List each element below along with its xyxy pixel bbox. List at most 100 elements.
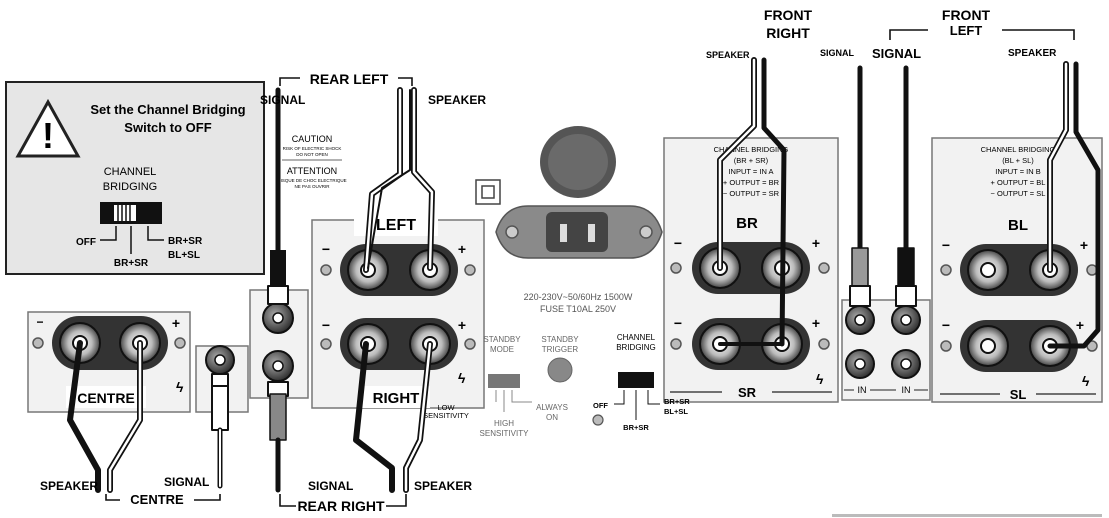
warning-line2: Switch to OFF [124, 120, 211, 135]
bolt-icon: ϟ [1082, 373, 1090, 389]
warning-line1: Set the Channel Bridging [90, 102, 245, 117]
front-left-speaker-label: SPEAKER [1008, 48, 1057, 59]
screw-icon [818, 262, 830, 274]
svg-text:+: + [172, 315, 180, 331]
svg-text:−: − [674, 235, 682, 251]
svg-text:−: − [942, 317, 950, 333]
warning-switch-label-2: BRIDGING [103, 181, 157, 193]
bl-label: BL [1008, 217, 1028, 234]
svg-text:BL+SL: BL+SL [664, 407, 688, 416]
rca-jacks [205, 302, 921, 382]
channel-bridging-switch[interactable] [618, 372, 654, 388]
screw-icon [320, 264, 332, 276]
svg-text:− OUTPUT = SL: − OUTPUT = SL [991, 189, 1046, 198]
screw-icon [670, 338, 682, 350]
screw-icon [670, 262, 682, 274]
svg-text:NE PAS OUVRIR: NE PAS OUVRIR [295, 184, 331, 189]
right-label: RIGHT [373, 390, 420, 407]
standby-mode-switch[interactable] [488, 374, 520, 388]
screw-icon [32, 337, 44, 349]
screw-icon [174, 337, 186, 349]
svg-text:DO NOT OPEN: DO NOT OPEN [296, 152, 327, 157]
bolt-icon: ϟ [816, 371, 824, 387]
svg-text:BR+SR: BR+SR [623, 423, 649, 432]
screw-icon [505, 225, 519, 239]
front-right-label-1: FRONT [764, 7, 813, 23]
warning-bridging-switch [100, 202, 162, 224]
svg-text:−: − [322, 241, 330, 257]
svg-text:−: − [942, 237, 950, 253]
front-left-label-1: FRONT [942, 7, 991, 23]
svg-text:CHANNEL: CHANNEL [617, 333, 656, 342]
in-b-label: IN [902, 385, 911, 395]
centre-signal-label: SIGNAL [164, 475, 209, 489]
rear-right-label: REAR RIGHT [297, 498, 385, 514]
bolt-icon: ϟ [176, 379, 184, 395]
svg-text:−: − [674, 315, 682, 331]
bolt-icon: ϟ [458, 370, 466, 386]
svg-text:ALWAYS: ALWAYS [536, 403, 568, 412]
power-rating: 220-230V~50/60Hz 1500W [524, 292, 633, 302]
bl-sl-plate-markings: CHANNEL BRIDGING (BL + SL) INPUT = IN B … [940, 145, 1096, 402]
svg-text:−: − [36, 315, 43, 329]
front-right-label-2: RIGHT [766, 25, 810, 41]
rear-right-speaker-label: SPEAKER [414, 479, 472, 493]
front-left-label-2: LEFT [950, 23, 983, 38]
svg-text:RISQUE DE CHOC ELECTRIQUE: RISQUE DE CHOC ELECTRIQUE [277, 178, 346, 183]
rear-left-label: REAR LEFT [310, 71, 389, 87]
left-label: LEFT [376, 217, 416, 234]
warning-off: OFF [76, 237, 96, 248]
warning-bl-sl: BL+SL [168, 250, 200, 261]
svg-text:TRIGGER: TRIGGER [542, 345, 579, 354]
standby-trigger-jack[interactable] [547, 357, 573, 383]
screw-icon [940, 264, 952, 276]
svg-text:ATTENTION: ATTENTION [287, 166, 337, 176]
screw-icon [940, 340, 952, 352]
cable-labels: REAR LEFT SIGNAL SPEAKER REAR RIGHT SIGN… [40, 7, 1057, 514]
svg-text:STANDBY: STANDBY [541, 335, 579, 344]
svg-text:+ OUTPUT = BR: + OUTPUT = BR [723, 178, 780, 187]
warning-br-sr-2: BR+SR [168, 236, 203, 247]
sl-label: SL [1010, 387, 1027, 402]
rear-left-speaker-label: SPEAKER [428, 93, 486, 107]
svg-text:RISK OF ELECTRIC SHOCK: RISK OF ELECTRIC SHOCK [283, 146, 342, 151]
screw-icon [320, 338, 332, 350]
screw-icon [464, 338, 476, 350]
divider [832, 514, 1102, 517]
centre-label: CENTRE [130, 492, 184, 507]
fuse-rating: FUSE T10AL 250V [540, 304, 616, 314]
centre-plate-markings: − + ϟ CENTRE [36, 315, 184, 408]
sr-label: SR [738, 385, 757, 400]
svg-text:−: − [322, 317, 330, 333]
warning-switch-label-1: CHANNEL [104, 166, 157, 178]
power-area: 220-230V~50/60Hz 1500W FUSE T10AL 250V S… [475, 126, 690, 438]
svg-text:STANDBY: STANDBY [483, 335, 521, 344]
svg-text:LOW: LOW [437, 403, 455, 412]
br-label: BR [736, 215, 758, 232]
svg-text:+ OUTPUT = BL: + OUTPUT = BL [991, 178, 1046, 187]
svg-text:SENSITIVITY: SENSITIVITY [480, 429, 530, 438]
svg-text:OFF: OFF [593, 401, 608, 410]
svg-text:CHANNEL BRIDGING: CHANNEL BRIDGING [981, 145, 1056, 154]
svg-text:SENSITIVITY: SENSITIVITY [423, 411, 469, 420]
front-right-speaker-label: SPEAKER [706, 50, 750, 60]
svg-text:(BL + SL): (BL + SL) [1002, 156, 1034, 165]
svg-text:CHANNEL BRIDGING: CHANNEL BRIDGING [714, 145, 789, 154]
front-right-signal-label: SIGNAL [820, 48, 855, 58]
exclamation-icon: ! [42, 115, 54, 156]
svg-text:BRIDGING: BRIDGING [616, 343, 656, 352]
screw-icon [464, 264, 476, 276]
svg-text:MODE: MODE [490, 345, 514, 354]
caution-label: CAUTION RISK OF ELECTRIC SHOCK DO NOT OP… [277, 134, 346, 189]
svg-text:CAUTION: CAUTION [292, 134, 333, 144]
svg-text:+: + [458, 241, 466, 257]
screw-icon [592, 414, 604, 426]
svg-text:INPUT = IN A: INPUT = IN A [728, 167, 773, 176]
rear-right-signal-label: SIGNAL [308, 479, 353, 493]
centre-panel-label: CENTRE [77, 390, 135, 406]
warning-box: ! Set the Channel Bridging Switch to OFF… [5, 81, 265, 275]
svg-text:+: + [458, 317, 466, 333]
input-labels: IN IN [844, 385, 928, 395]
bracket-labels [105, 29, 1075, 507]
